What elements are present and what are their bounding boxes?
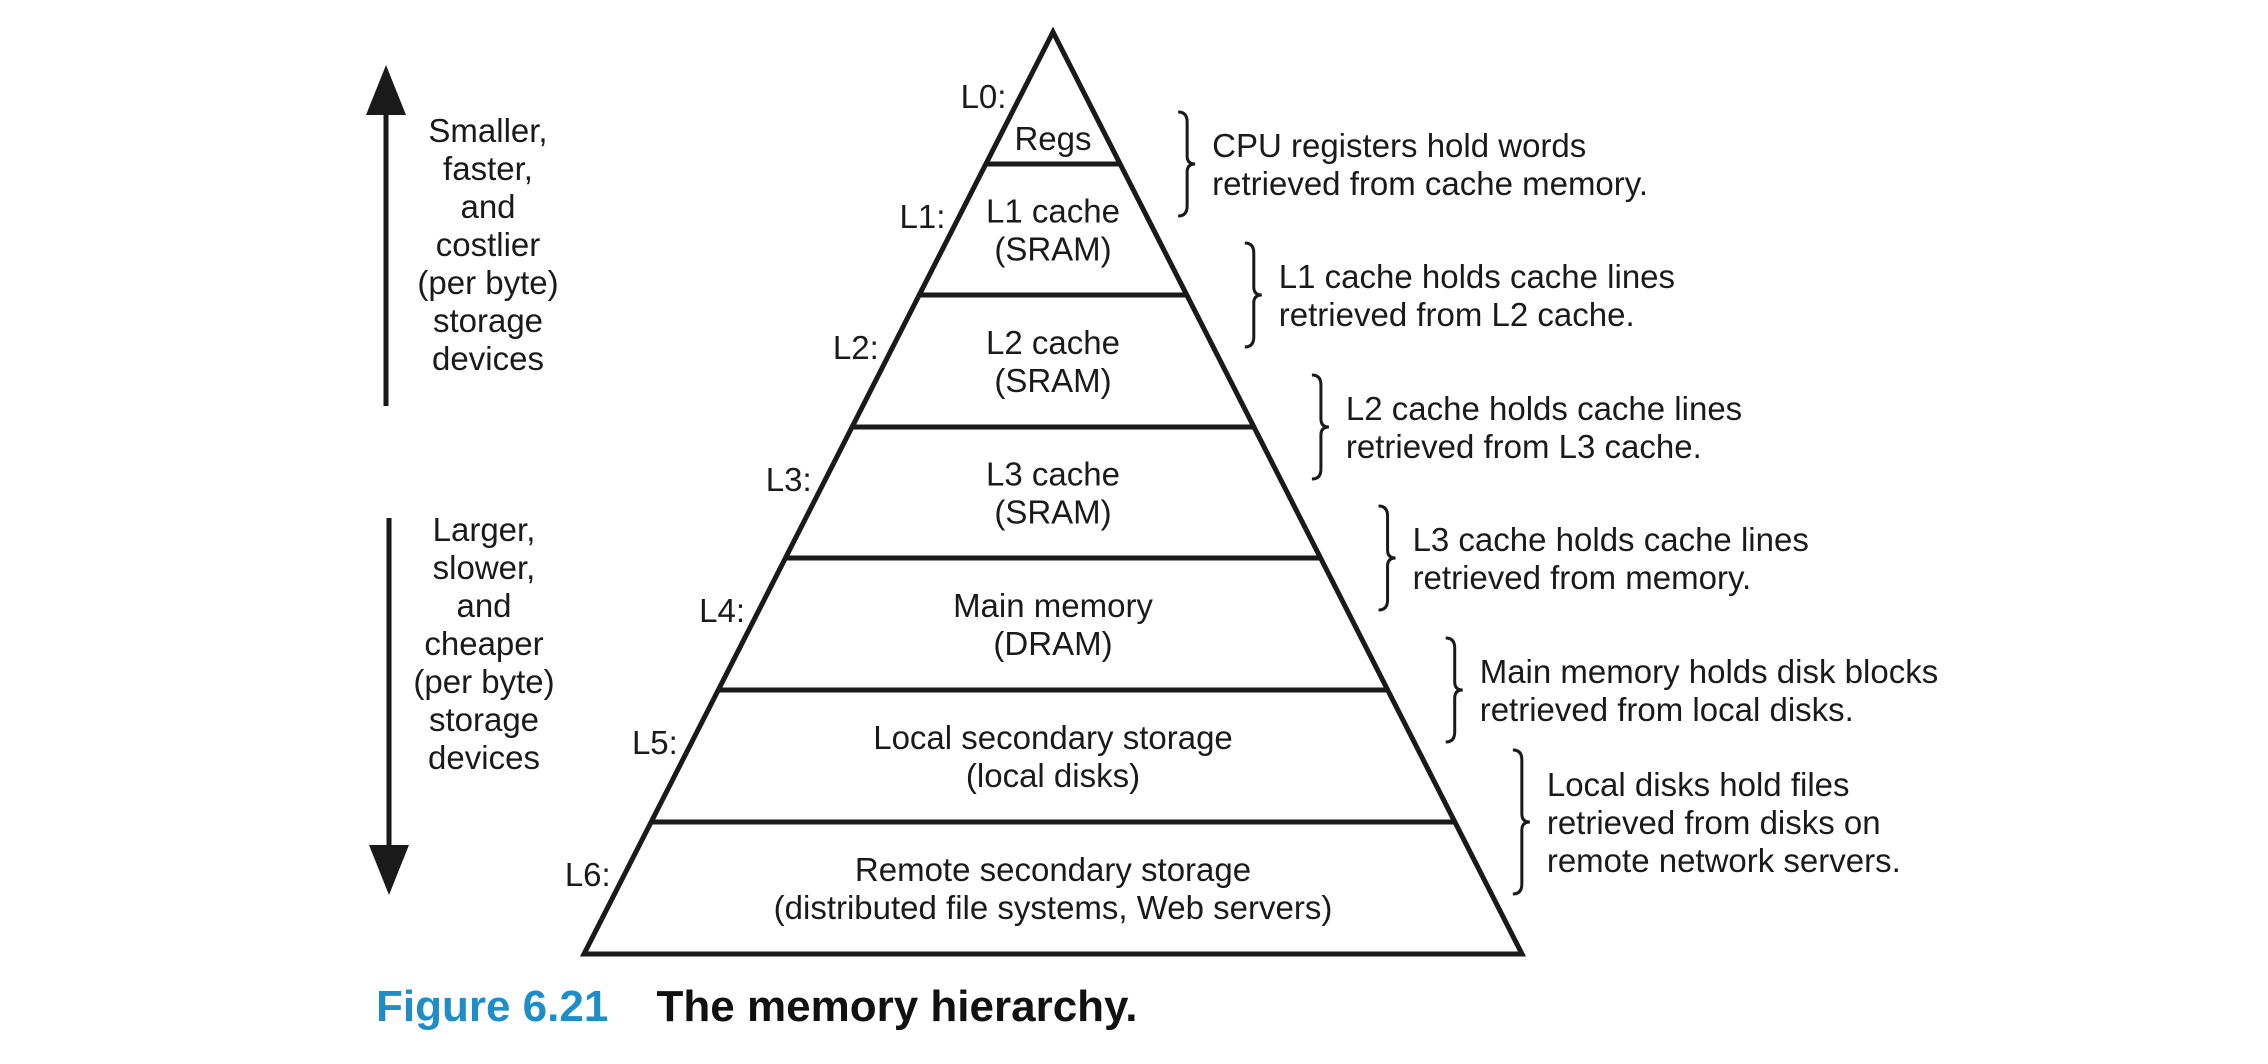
level-description: CPU registers hold words [1212, 127, 1586, 164]
level-description: retrieved from memory. [1413, 559, 1752, 596]
side-note-line: devices [432, 340, 544, 377]
level-label: L1: [900, 198, 946, 235]
level-label: L4: [699, 592, 745, 629]
side-note-line: (per byte) [413, 663, 554, 700]
level-name: (SRAM) [994, 362, 1111, 399]
side-note-line: devices [428, 739, 540, 776]
level-name: (local disks) [966, 757, 1140, 794]
level-name: (SRAM) [994, 493, 1111, 530]
level-description: L1 cache holds cache lines [1279, 258, 1675, 295]
level-description: remote network servers. [1547, 842, 1901, 879]
side-note-line: and [456, 587, 511, 624]
brace [1244, 241, 1262, 349]
level-label: L3: [766, 461, 812, 498]
figure-caption: Figure 6.21 The memory hierarchy. [376, 982, 1137, 1032]
level-braces [1178, 110, 1530, 896]
level-description: L3 cache holds cache lines [1413, 521, 1809, 558]
level-name: Main memory [953, 587, 1153, 624]
level-description: retrieved from L2 cache. [1279, 296, 1635, 333]
level-dividers [651, 161, 1455, 825]
level-name: L3 cache [986, 455, 1120, 492]
level-name: L1 cache [986, 192, 1120, 229]
side-note-line: storage [429, 701, 539, 738]
level-description: retrieved from disks on [1547, 804, 1881, 841]
side-note-line: faster, [443, 150, 533, 187]
side-note-line: slower, [433, 549, 536, 586]
side-note-line: cheaper [424, 625, 543, 662]
level-description: L2 cache holds cache lines [1346, 390, 1742, 427]
level-name: (SRAM) [994, 230, 1111, 267]
level-name: L2 cache [986, 324, 1120, 361]
level-label: L5: [632, 724, 678, 761]
brace [1378, 504, 1396, 612]
level-description: Local disks hold files [1547, 766, 1850, 803]
level-description: retrieved from cache memory. [1212, 165, 1648, 202]
level-description: retrieved from local disks. [1480, 691, 1854, 728]
pyramid-outline [579, 26, 1527, 957]
level-description: retrieved from L3 cache. [1346, 428, 1702, 465]
level-label: L0: [961, 78, 1007, 115]
side-note-line: storage [433, 302, 543, 339]
brace [1445, 636, 1463, 744]
level-label: L2: [833, 329, 879, 366]
side-note-line: Smaller, [428, 112, 547, 149]
brace [1311, 373, 1330, 481]
brace [1512, 748, 1530, 896]
side-note-line: and [460, 188, 515, 225]
side-note-line: costlier [436, 226, 541, 263]
level-labels: L0: L1: L2: L3: L4: L5: L6: [565, 78, 1007, 893]
side-note-line: (per byte) [417, 264, 558, 301]
figure-title: The memory hierarchy. [656, 982, 1138, 1031]
level-label: L6: [565, 856, 611, 893]
level-name: (DRAM) [993, 625, 1112, 662]
level-name: (distributed file systems, Web servers) [774, 889, 1333, 926]
figure-number: Figure 6.21 [376, 982, 609, 1031]
side-note-line: Larger, [433, 511, 536, 548]
level-description: Main memory holds disk blocks [1480, 653, 1939, 690]
level-name: Regs [1014, 120, 1091, 157]
level-name: Local secondary storage [873, 719, 1233, 756]
brace [1178, 110, 1196, 218]
level-name: Remote secondary storage [855, 851, 1251, 888]
